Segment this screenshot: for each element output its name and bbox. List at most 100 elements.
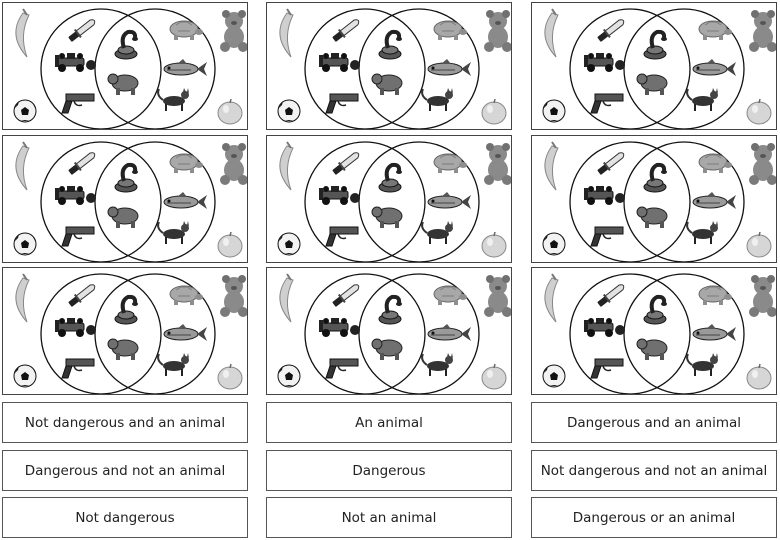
apple-icon (482, 232, 506, 257)
label-card[interactable]: Not dangerous and an animal (2, 402, 248, 443)
snake-icon (644, 297, 667, 324)
label-card[interactable]: Dangerous (266, 450, 512, 491)
cat-icon (687, 221, 718, 244)
tortoise-icon (170, 286, 203, 305)
knife-icon (331, 282, 362, 309)
teddy-bear-icon (484, 275, 512, 317)
race-car-icon (55, 186, 96, 205)
teddy-bear-icon (220, 10, 248, 52)
label-card[interactable]: Dangerous and not an animal (2, 450, 248, 491)
cat-icon (158, 353, 189, 376)
apple-icon (747, 99, 771, 124)
tortoise-icon (170, 21, 203, 40)
race-car-icon (319, 53, 360, 72)
venn-panel-6 (531, 135, 777, 263)
cat-icon (158, 221, 189, 244)
label-card[interactable]: Not dangerous (2, 497, 248, 538)
venn-panel-7 (2, 267, 248, 395)
teddy-bear-icon (484, 143, 512, 185)
bear-icon (108, 207, 138, 228)
teddy-bear-icon (749, 275, 777, 317)
banana-icon (545, 274, 558, 322)
label-card[interactable]: Dangerous or an animal (531, 497, 777, 538)
venn-panel-4 (2, 135, 248, 263)
banana-icon (16, 142, 29, 190)
race-car-icon (55, 53, 96, 72)
soccer-ball-icon (278, 365, 300, 387)
knife-icon (596, 150, 627, 177)
pistol-icon (62, 94, 94, 113)
soccer-ball-icon (278, 100, 300, 122)
banana-icon (545, 9, 558, 57)
cat-icon (687, 88, 718, 111)
race-car-icon (584, 318, 625, 337)
knife-icon (596, 17, 627, 44)
snake-icon (379, 297, 402, 324)
snake-icon (115, 32, 138, 59)
venn-panel-2 (266, 2, 512, 130)
teddy-bear-icon (749, 10, 777, 52)
cat-icon (422, 353, 453, 376)
label-card[interactable]: An animal (266, 402, 512, 443)
cat-icon (158, 88, 189, 111)
pistol-icon (62, 359, 94, 378)
teddy-bear-icon (220, 275, 248, 317)
race-car-icon (55, 318, 96, 337)
fish-icon (428, 192, 471, 209)
tortoise-icon (699, 154, 732, 173)
knife-icon (596, 282, 627, 309)
apple-icon (747, 364, 771, 389)
pistol-icon (62, 227, 94, 246)
bear-icon (108, 339, 138, 360)
snake-icon (379, 165, 402, 192)
fish-icon (428, 324, 471, 341)
tortoise-icon (699, 21, 732, 40)
snake-icon (644, 32, 667, 59)
bear-icon (637, 74, 667, 95)
label-card[interactable]: Not dangerous and not an animal (531, 450, 777, 491)
venn-panel-3 (531, 2, 777, 130)
banana-icon (280, 274, 293, 322)
knife-icon (67, 150, 98, 177)
cat-icon (422, 88, 453, 111)
knife-icon (67, 282, 98, 309)
teddy-bear-icon (484, 10, 512, 52)
fish-icon (164, 324, 207, 341)
apple-icon (747, 232, 771, 257)
soccer-ball-icon (278, 233, 300, 255)
knife-icon (331, 17, 362, 44)
tortoise-icon (699, 286, 732, 305)
tortoise-icon (434, 154, 467, 173)
soccer-ball-icon (543, 365, 565, 387)
cat-icon (687, 353, 718, 376)
fish-icon (693, 192, 736, 209)
bear-icon (637, 339, 667, 360)
knife-icon (331, 150, 362, 177)
tortoise-icon (434, 21, 467, 40)
teddy-bear-icon (220, 143, 248, 185)
race-car-icon (319, 318, 360, 337)
pistol-icon (326, 227, 358, 246)
snake-icon (644, 165, 667, 192)
venn-panel-8 (266, 267, 512, 395)
banana-icon (280, 9, 293, 57)
pistol-icon (326, 359, 358, 378)
soccer-ball-icon (543, 100, 565, 122)
race-car-icon (584, 53, 625, 72)
soccer-ball-icon (14, 365, 36, 387)
tortoise-icon (170, 154, 203, 173)
venn-panel-5 (266, 135, 512, 263)
pistol-icon (591, 227, 623, 246)
fish-icon (693, 324, 736, 341)
snake-icon (115, 297, 138, 324)
label-card[interactable]: Not an animal (266, 497, 512, 538)
teddy-bear-icon (749, 143, 777, 185)
cat-icon (422, 221, 453, 244)
soccer-ball-icon (14, 233, 36, 255)
pistol-icon (591, 94, 623, 113)
banana-icon (16, 274, 29, 322)
label-card[interactable]: Dangerous and an animal (531, 402, 777, 443)
snake-icon (379, 32, 402, 59)
race-car-icon (319, 186, 360, 205)
bear-icon (372, 339, 402, 360)
